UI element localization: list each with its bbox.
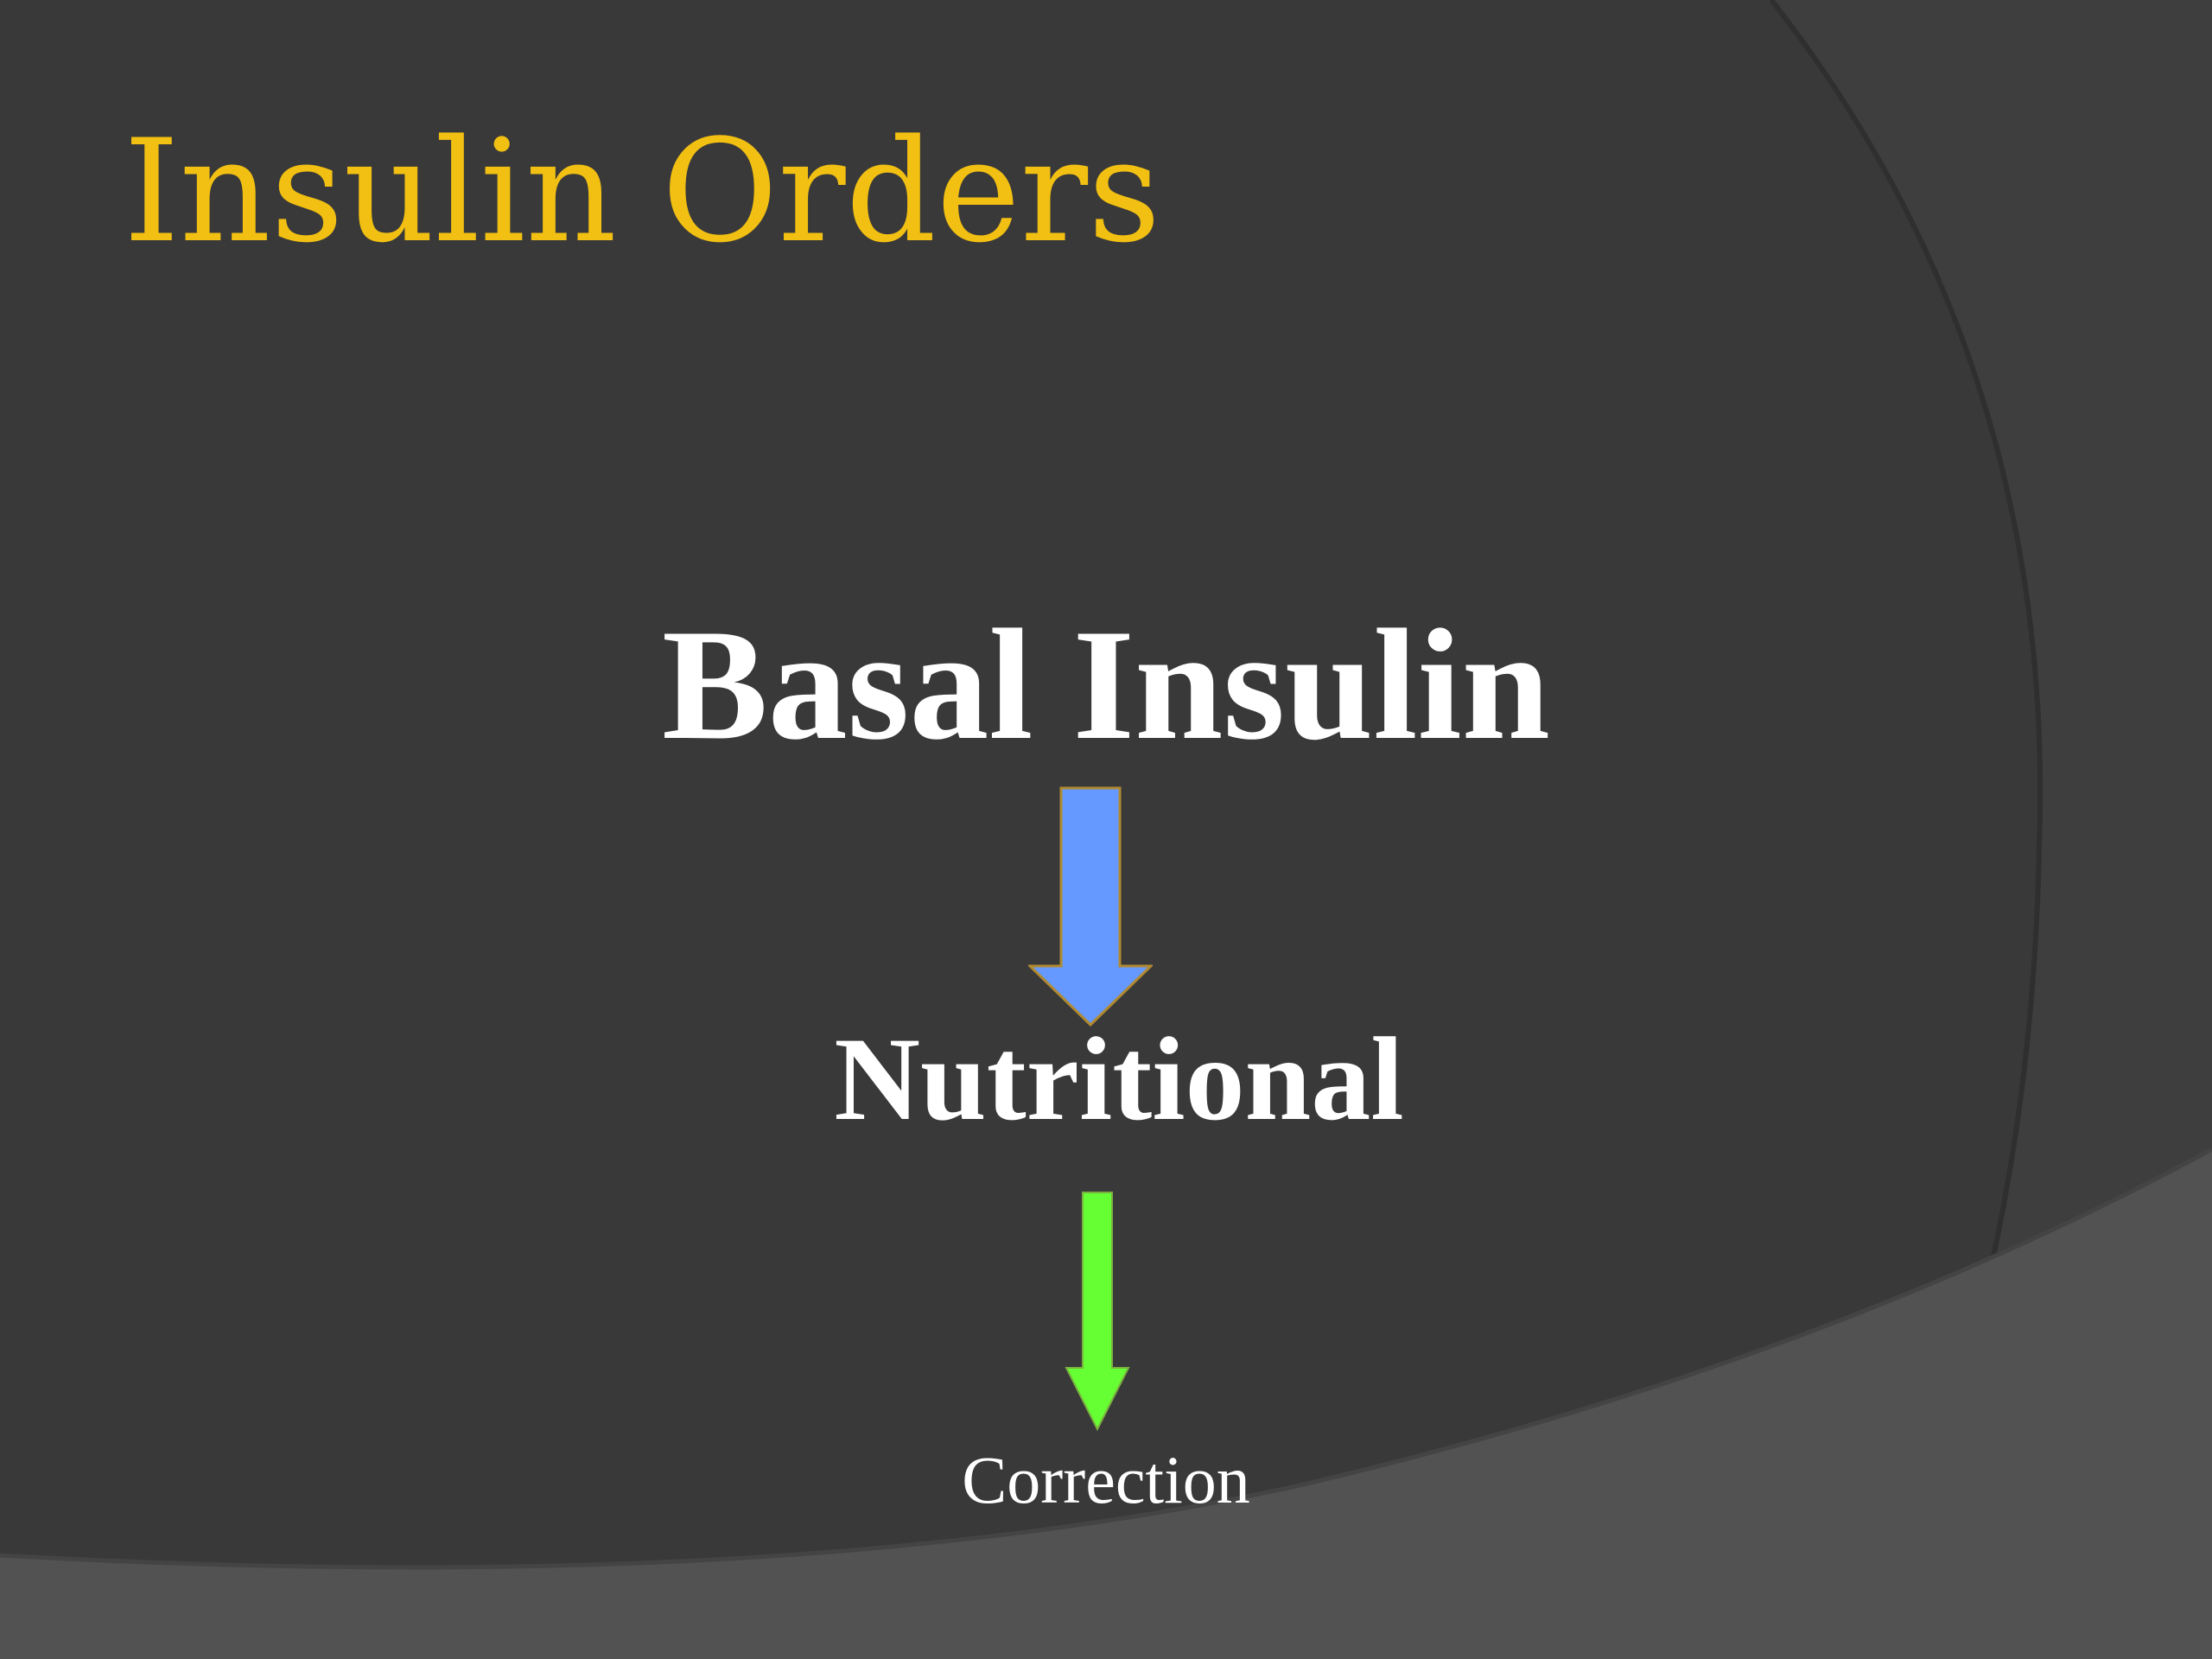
node-nutritional: Nutritional [834,1013,1404,1145]
down-arrow-icon [1028,786,1153,1027]
down-arrow-icon [1065,1192,1130,1432]
slide-title: Insulin Orders [124,109,1161,274]
node-correction: Correction [962,1442,1250,1517]
node-basal-insulin: Basal Insulin [662,596,1550,772]
background-band [0,1149,2212,1659]
